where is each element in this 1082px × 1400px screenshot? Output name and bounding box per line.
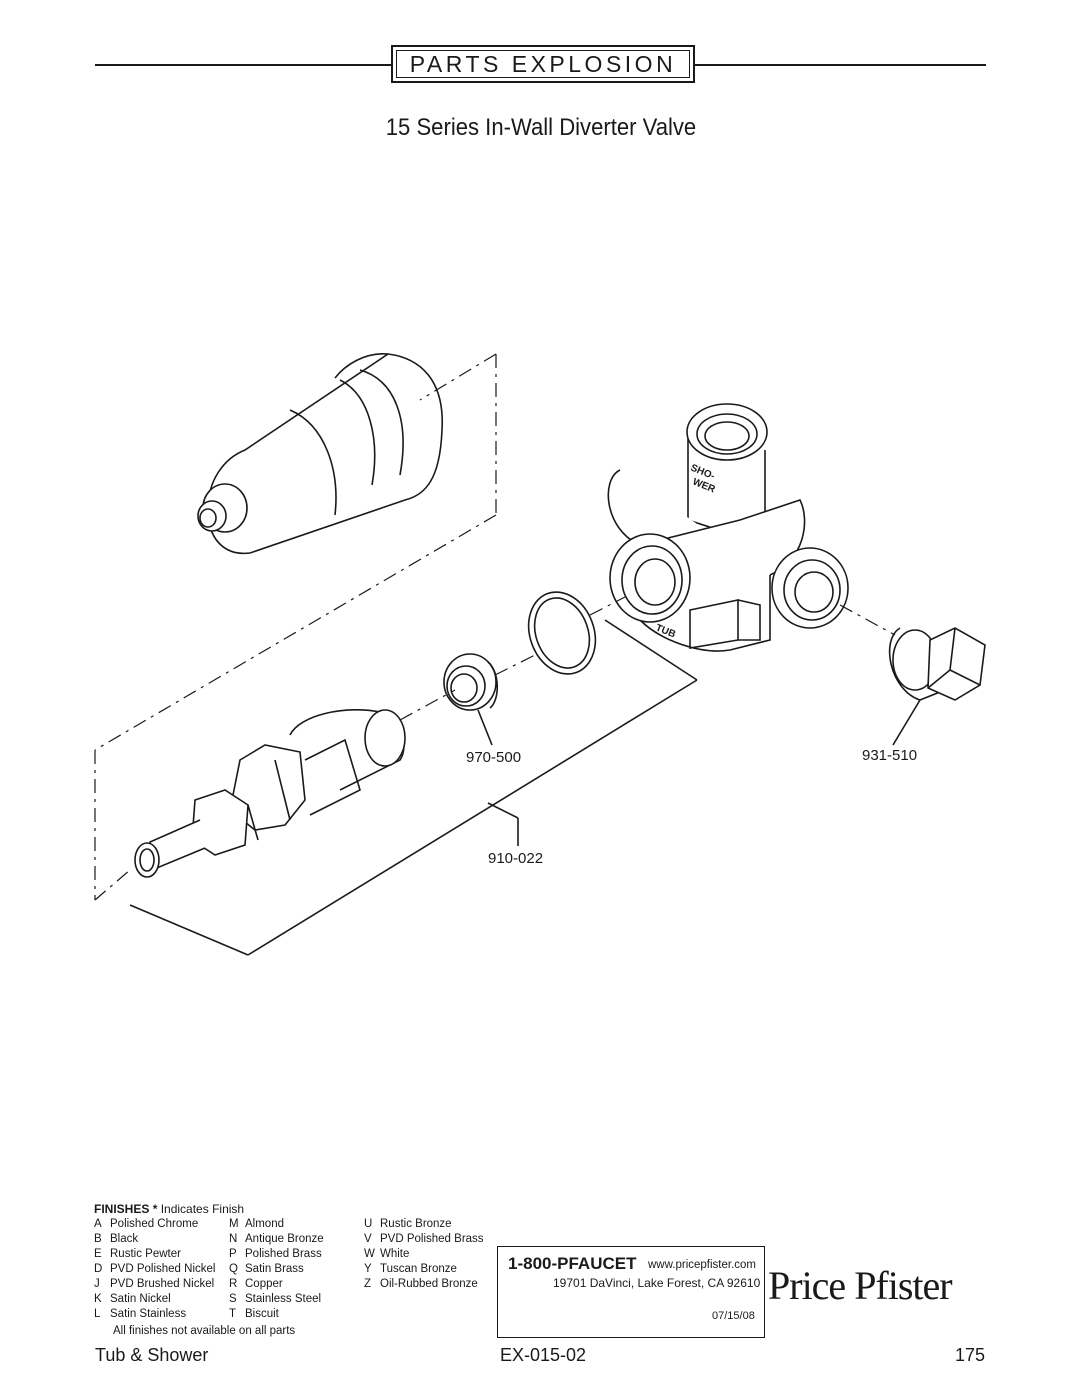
finishes-heading: FINISHES	[94, 1202, 150, 1216]
callout-931-510: 931-510	[862, 747, 918, 764]
finishes-star: *	[152, 1202, 158, 1216]
finishes-title: FINISHES * Indicates Finish	[94, 1202, 244, 1216]
stem-bracket	[129, 619, 698, 956]
leader-931-510	[892, 699, 921, 746]
contact-box	[497, 1246, 765, 1338]
sleeve-part	[197, 353, 443, 555]
callout-910-022: 910-022	[488, 850, 544, 867]
header-rule-right	[695, 64, 986, 66]
header-box: PARTS EXPLOSION	[391, 45, 695, 83]
header-box-inner-border	[396, 50, 690, 78]
stem-part	[134, 709, 406, 878]
leader-970-500	[477, 709, 493, 746]
finishes-indicates: Indicates Finish	[160, 1202, 245, 1216]
header-rule-left	[95, 64, 391, 66]
footer-category: Tub & Shower	[95, 1345, 209, 1365]
o-ring-part	[527, 591, 597, 675]
valve-body-part	[607, 403, 849, 652]
plug-part	[888, 627, 986, 701]
address: 19701 DaVinci, Lake Forest, CA 92610	[553, 1276, 761, 1290]
axis-dash-lines	[399, 596, 896, 721]
footer-page-number: 175	[955, 1345, 986, 1365]
finishes-note: All finishes not available on all parts	[113, 1325, 296, 1337]
website: www.pricepfister.com	[648, 1259, 757, 1271]
page-title: PARTS EXPLOSION	[409, 50, 677, 77]
revision-date: 07/15/08	[712, 1310, 755, 1322]
brand-logo: Price Pfister	[768, 1263, 953, 1308]
sleeve-dash-lines	[94, 353, 497, 901]
callout-970-500: 970-500	[466, 749, 522, 766]
seat-part	[443, 653, 499, 711]
phone-number: 1-800-PFAUCET	[508, 1254, 637, 1273]
footer-doc-id: EX-015-02	[500, 1345, 587, 1365]
page-subtitle: 15 Series In-Wall Diverter Valve	[385, 114, 697, 141]
